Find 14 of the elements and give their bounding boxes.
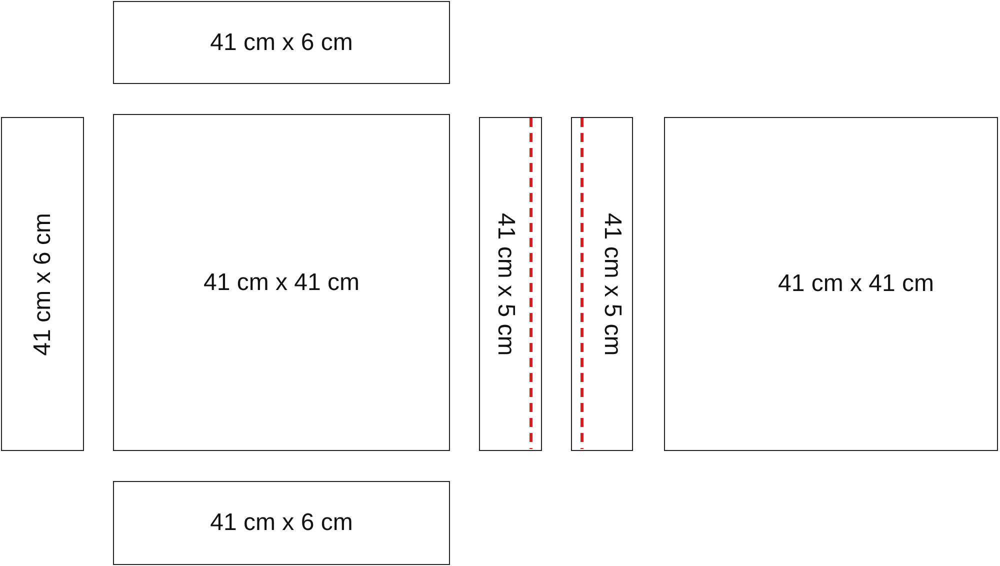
- dimension-label: 41 cm x 5 cm: [492, 212, 520, 356]
- fabric-piece: [113, 114, 450, 451]
- dimension-label: 41 cm x 6 cm: [210, 509, 353, 537]
- dimension-label: 41 cm x 6 cm: [28, 212, 56, 356]
- fabric-piece: [113, 1, 450, 84]
- dimension-label: 41 cm x 41 cm: [203, 268, 360, 296]
- fabric-piece: [664, 117, 998, 451]
- fabric-piece: [571, 117, 633, 451]
- dimension-label: 41 cm x 5 cm: [598, 212, 626, 356]
- fabric-piece: [1, 117, 84, 451]
- dimension-label: 41 cm x 41 cm: [778, 270, 934, 298]
- fabric-piece: [479, 117, 542, 451]
- dimension-label: 41 cm x 6 cm: [210, 28, 353, 56]
- fabric-piece: [113, 481, 450, 565]
